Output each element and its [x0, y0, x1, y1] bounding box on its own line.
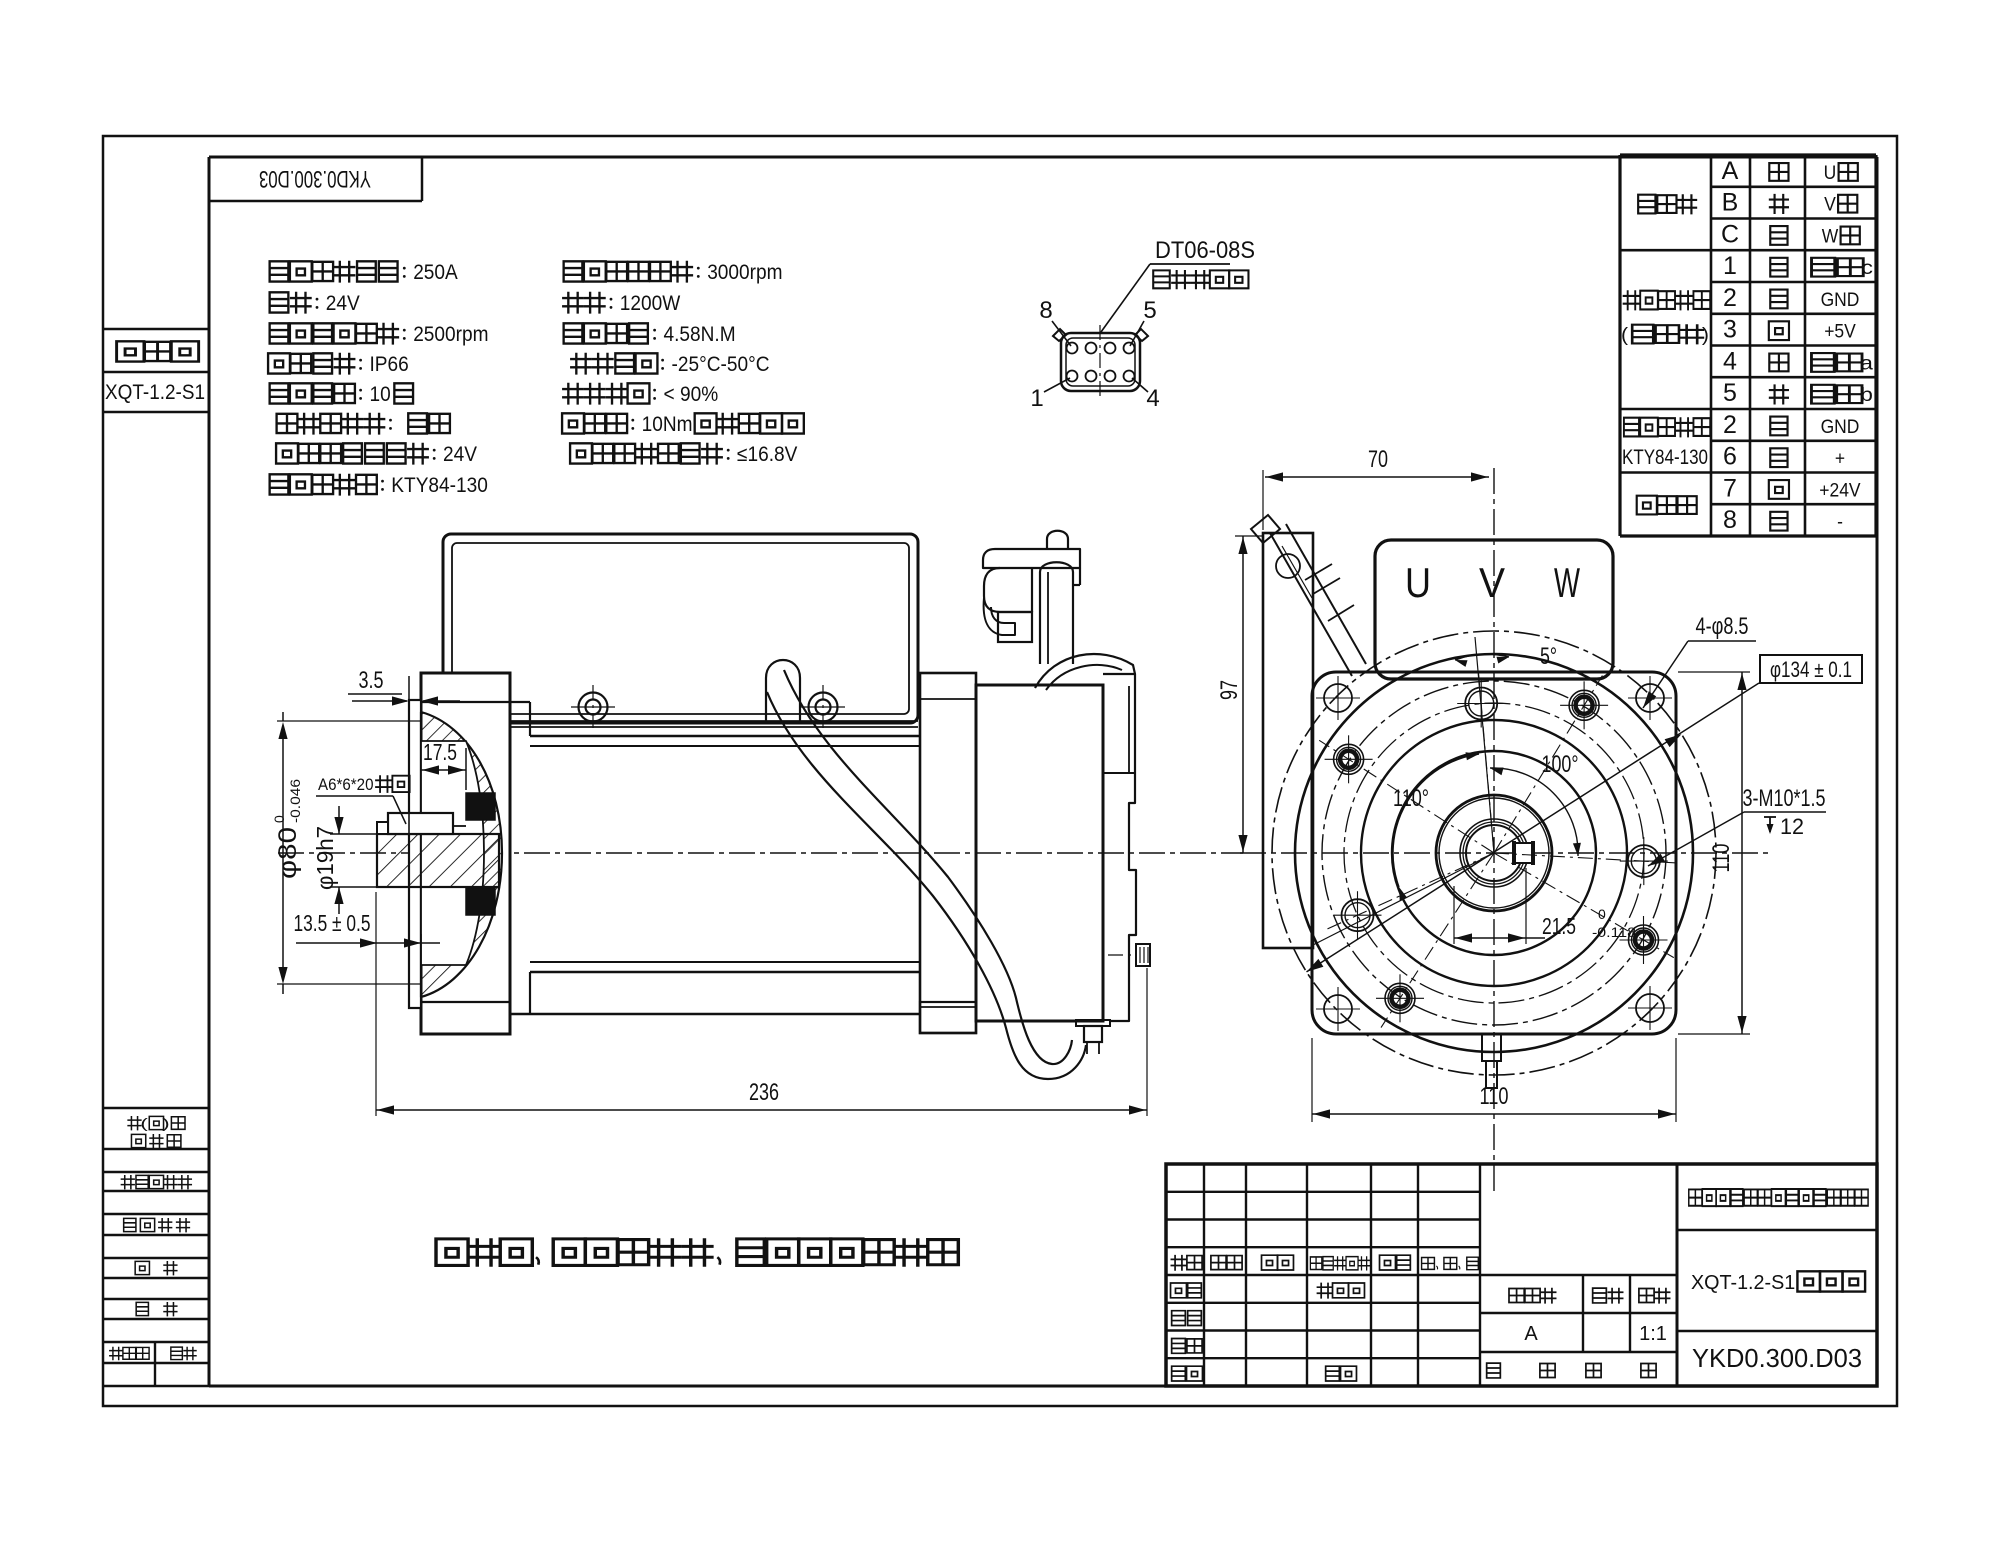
svg-text:≤16.8V: ≤16.8V: [737, 443, 798, 466]
svg-text:U: U: [1405, 559, 1431, 606]
svg-text:YKD0.300.D03: YKD0.300.D03: [259, 165, 371, 192]
svg-text:A6*6*20: A6*6*20: [318, 775, 373, 794]
svg-text:YKD0.300.D03: YKD0.300.D03: [1692, 1343, 1862, 1373]
svg-text:13.5 ± 0.5: 13.5 ± 0.5: [294, 910, 371, 936]
svg-text:5°: 5°: [1540, 643, 1557, 670]
svg-text:4: 4: [1723, 347, 1737, 375]
svg-text:1: 1: [1723, 252, 1737, 280]
svg-text:1:1: 1:1: [1639, 1323, 1667, 1345]
svg-text:110: 110: [1708, 844, 1735, 873]
svg-text:IP66: IP66: [370, 353, 409, 376]
svg-text:DT06-08S: DT06-08S: [1155, 237, 1255, 264]
svg-text:250A: 250A: [413, 261, 458, 284]
svg-text:4: 4: [1146, 385, 1159, 412]
svg-text:10Nm: 10Nm: [642, 413, 693, 436]
svg-text:12: 12: [1780, 814, 1804, 839]
svg-text:3-M10*1.5: 3-M10*1.5: [1743, 785, 1826, 812]
svg-text:110°: 110°: [1393, 785, 1429, 812]
svg-text:): ): [1702, 324, 1709, 346]
svg-text:A: A: [1722, 157, 1739, 185]
svg-text:97: 97: [1216, 680, 1243, 700]
svg-text:V: V: [1479, 559, 1505, 606]
svg-text:+5V: +5V: [1824, 322, 1856, 343]
svg-text:4-φ8.5: 4-φ8.5: [1696, 613, 1749, 640]
svg-text:5: 5: [1143, 297, 1156, 324]
svg-text:XQT-1.2-S1: XQT-1.2-S1: [1691, 1271, 1795, 1294]
svg-text:8: 8: [1723, 506, 1737, 534]
svg-text:21.5: 21.5: [1542, 913, 1576, 939]
svg-text:b: b: [1860, 384, 1873, 405]
svg-text:7: 7: [1723, 474, 1737, 502]
svg-text:U: U: [1824, 163, 1837, 184]
svg-text:-: -: [1837, 512, 1843, 533]
svg-text:24V: 24V: [443, 443, 477, 466]
svg-text:φ19h7: φ19h7: [312, 826, 338, 890]
svg-text:φ80: φ80: [274, 827, 302, 879]
svg-text:XQT-1.2-S1: XQT-1.2-S1: [105, 381, 205, 404]
svg-text:17.5: 17.5: [423, 739, 457, 765]
svg-text:W: W: [1822, 226, 1839, 247]
svg-text:3: 3: [1723, 316, 1737, 344]
svg-text:110: 110: [1480, 1083, 1509, 1110]
svg-text:5: 5: [1723, 379, 1737, 407]
svg-text:B: B: [1722, 189, 1739, 217]
svg-text:8: 8: [1039, 297, 1052, 324]
svg-text:A: A: [1524, 1323, 1538, 1345]
svg-text:70: 70: [1368, 446, 1388, 473]
svg-text:< 90%: < 90%: [664, 383, 719, 406]
svg-text:-0.118: -0.118: [1592, 924, 1636, 940]
svg-text:c: c: [1861, 256, 1873, 278]
svg-text:): ): [162, 1116, 170, 1131]
svg-text:3000rpm: 3000rpm: [707, 261, 782, 284]
svg-text:a: a: [1860, 352, 1873, 373]
svg-text:236: 236: [749, 1079, 779, 1106]
svg-text:KTY84-130: KTY84-130: [1622, 446, 1708, 469]
svg-text:W: W: [1554, 559, 1580, 606]
svg-text:6: 6: [1723, 443, 1737, 471]
svg-text:0: 0: [1598, 906, 1606, 922]
svg-text:-25°C-50°C: -25°C-50°C: [672, 353, 770, 376]
svg-text:C: C: [1721, 220, 1739, 248]
svg-text:+: +: [1835, 449, 1845, 470]
svg-text:10: 10: [370, 383, 391, 406]
svg-text:100°: 100°: [1542, 751, 1579, 778]
svg-text:24V: 24V: [326, 292, 360, 315]
svg-text:GND: GND: [1821, 417, 1860, 438]
svg-text:(: (: [1621, 324, 1628, 346]
svg-text:V: V: [1824, 195, 1836, 216]
svg-text:KTY84-130: KTY84-130: [391, 474, 488, 497]
svg-text:1200W: 1200W: [620, 292, 681, 315]
svg-text:GND: GND: [1821, 290, 1860, 311]
svg-text:(: (: [140, 1116, 148, 1131]
svg-text:φ134 ± 0.1: φ134 ± 0.1: [1770, 657, 1852, 682]
svg-text:1: 1: [1030, 385, 1043, 412]
svg-text:4.58N.M: 4.58N.M: [664, 323, 736, 346]
svg-text:2: 2: [1723, 411, 1737, 439]
svg-text:-0.046: -0.046: [287, 779, 303, 823]
svg-text:2500rpm: 2500rpm: [413, 323, 488, 346]
svg-text:2: 2: [1723, 284, 1737, 312]
svg-text:3.5: 3.5: [359, 667, 384, 694]
svg-text:+24V: +24V: [1819, 480, 1860, 501]
svg-text:0: 0: [271, 815, 287, 823]
